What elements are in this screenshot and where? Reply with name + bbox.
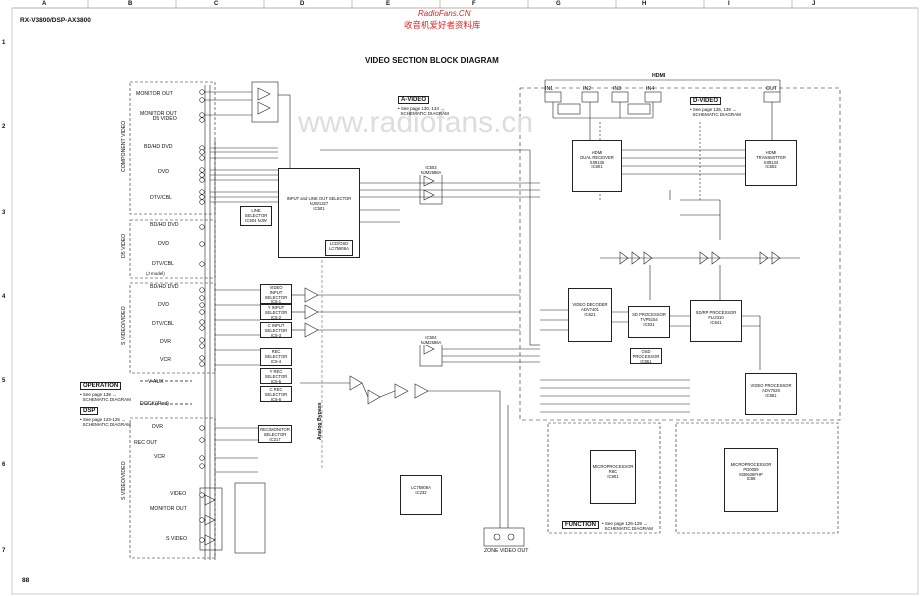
watermark-url: RadioFans.CN [418,9,471,18]
d-video-section: D-VIDEO • See page 135, 139 → SCHEMATIC … [690,89,741,117]
grid-col-e: E [386,1,391,7]
component-video-label: COMPONENT VIDEO [121,120,127,172]
grid-row-6: 6 [2,462,6,468]
hdmi-in3: IN3 [613,86,622,92]
page-number: 88 [22,577,30,584]
s-video-video-label-2: S VIDEO/VIDEO [121,461,127,500]
d-video-note: • See page 135, 139 → SCHEMATIC DIAGRAM [690,107,741,117]
grid-row-3: 3 [2,210,6,216]
dvd-3: DVD [158,302,169,308]
grid-row-7: 7 [2,548,6,554]
ic232-block: LC75808A IC232 [400,475,442,515]
dvd-2: DVD [158,241,169,247]
dsp-section: DSP • See page 123-125 → SCHEMATIC DIAGR… [80,399,131,427]
grid-col-g: G [556,1,561,7]
vcr-1: VCR [160,357,171,363]
bd-hd-dvd-2: BD/HD DVD [150,222,179,228]
hdmi-in4: IN4 [646,86,655,92]
a-video-title: A-VIDEO [398,96,430,104]
model-label: RX-V3800/DSP-AX3800 [20,17,91,24]
hdmi-in2: IN2 [583,86,592,92]
grid-col-d: D [300,1,305,7]
hdmi-receiver-block: HDMI DUAL RECEIVER SII9135 IC601 [572,140,622,192]
dtv-cbl-3: DTV/CBL [152,321,174,327]
c-input-selector: C INPUT SELECTOR IC5-3 [260,322,292,338]
c-rec-selector: C REC SELECTOR IC5-6 [260,386,292,402]
dtv-cbl-1: DTV/CBL [150,195,172,201]
grid-col-a: A [42,1,47,7]
hdmi-out: OUT [766,86,777,92]
bd-hd-dvd-3: BD/HD DVD [150,284,179,290]
video-processor-block: VIDEO PROCESSOR ADV7520 IC661 [745,373,797,415]
monitor-out-label: MONITOR OUT [136,91,173,97]
grid-row-5: 5 [2,378,6,384]
zone-video-out: ZONE VIDEO OUT [484,548,529,554]
sd-processor-block: SD PROCESSOR TVP5154 IC631 [628,306,670,338]
video-decoder-block: VIDEO DECODER ADV7401 IC621 [568,288,612,342]
video-input-selector: VIDEO INPUT SELECTOR IC5-1 [260,284,292,304]
monitor-out-2: MONITOR OUT [150,506,187,512]
watermark-cn: 收音机爱好者资料库 [404,20,481,30]
dsp-title: DSP [80,407,99,415]
rec-selector: REC SELECTOR IC5-4 [260,348,292,366]
y-rec-selector: Y REC SELECTOR IC5-5 [260,368,292,384]
page-title: VIDEO SECTION BLOCK DIAGRAM [365,56,499,65]
operation-title: OPERATION [80,382,122,390]
hdmi-transmitter-block: HDMI TRANSMITTER SII9134 IC602 [745,140,797,186]
y-input-selector: Y INPUT SELECTOR IC5-2 [260,304,292,320]
hdmi-label: HDMI [652,73,666,79]
grid-col-i: I [728,1,730,7]
sd-rp-processor-block: SD/RP PROCESSOR FLI2310 IC641 [690,300,742,342]
d-video-title: D-VIDEO [690,97,722,105]
video-label: VIDEO [170,491,187,497]
microprocessor-1-block: MICROPROCESSOR R8C IC801 [590,450,636,504]
dvr-2: DVR [152,424,163,430]
dvd-1: DVD [158,169,169,175]
s-video-video-label: S VIDEO/VIDEO [121,306,127,345]
s-video-label: S VIDEO [166,536,188,542]
grid-col-h: H [642,1,647,7]
dock-ipod: DOCK(iPod) [140,401,169,407]
microprocessor-2-block: MICROPROCESSOR PD0009 M30626FHP IC88 [724,448,778,512]
hdmi-in1: IN1 [545,86,554,92]
dsp-note: • See page 123-125 → SCHEMATIC DIAGRAM [80,417,131,427]
ic504-block: IC504 NJM2586A [415,335,447,345]
v-aux: V-AUX [148,379,164,385]
grid-col-j: J [812,1,816,7]
dtv-cbl-2: DTV/CBL [152,261,174,267]
analog-bypass: Analog Bypass [317,402,323,440]
dvr-1: DVR [160,339,171,345]
grid-col-c: C [214,1,219,7]
rec-monitor-selector: REC/MONITOR SELECTOR IC217 [258,425,292,443]
function-section: FUNCTION • See page 126-129 → SCHEMATIC … [562,521,653,531]
line-selector-block: LINE SELECTOR IC504 NJW [240,206,272,226]
grid-col-b: B [128,1,133,7]
function-note: • See page 126-129 → SCHEMATIC DIAGRAM [602,521,653,531]
a-video-note: • See page 130, 134 → SCHEMATIC DIAGRAM [398,106,449,116]
rec-out: REC OUT [134,440,158,446]
operation-section: OPERATION • See page 138 → SCHEMATIC DIA… [80,374,131,402]
j-model-note: (J model) [146,271,165,276]
ic502-block: LCD/OSD LC75808A [325,240,353,256]
a-video-section: A-VIDEO • See page 130, 134 → SCHEMATIC … [398,88,449,116]
monitor-out-d5-label: MONITOR OUT D5 VIDEO [140,111,177,123]
grid-row-2: 2 [2,124,6,130]
operation-note: • See page 138 → SCHEMATIC DIAGRAM [80,392,131,402]
function-title: FUNCTION [562,521,599,529]
diagonal-watermark: www.radiofans.cn [298,106,534,139]
d5-video-label: D5 VIDEO [121,233,127,258]
grid-col-f: F [472,1,476,7]
bd-hd-dvd-1: BD/HD DVD [144,144,173,150]
grid-row-1: 1 [2,40,6,46]
grid-row-4: 4 [2,294,6,300]
vcr-2: VCR [154,454,165,460]
osd-processor-block: OSD PROCESSOR IC651 [630,348,662,364]
ic503-block: IC503 NJM2586A [415,165,447,175]
